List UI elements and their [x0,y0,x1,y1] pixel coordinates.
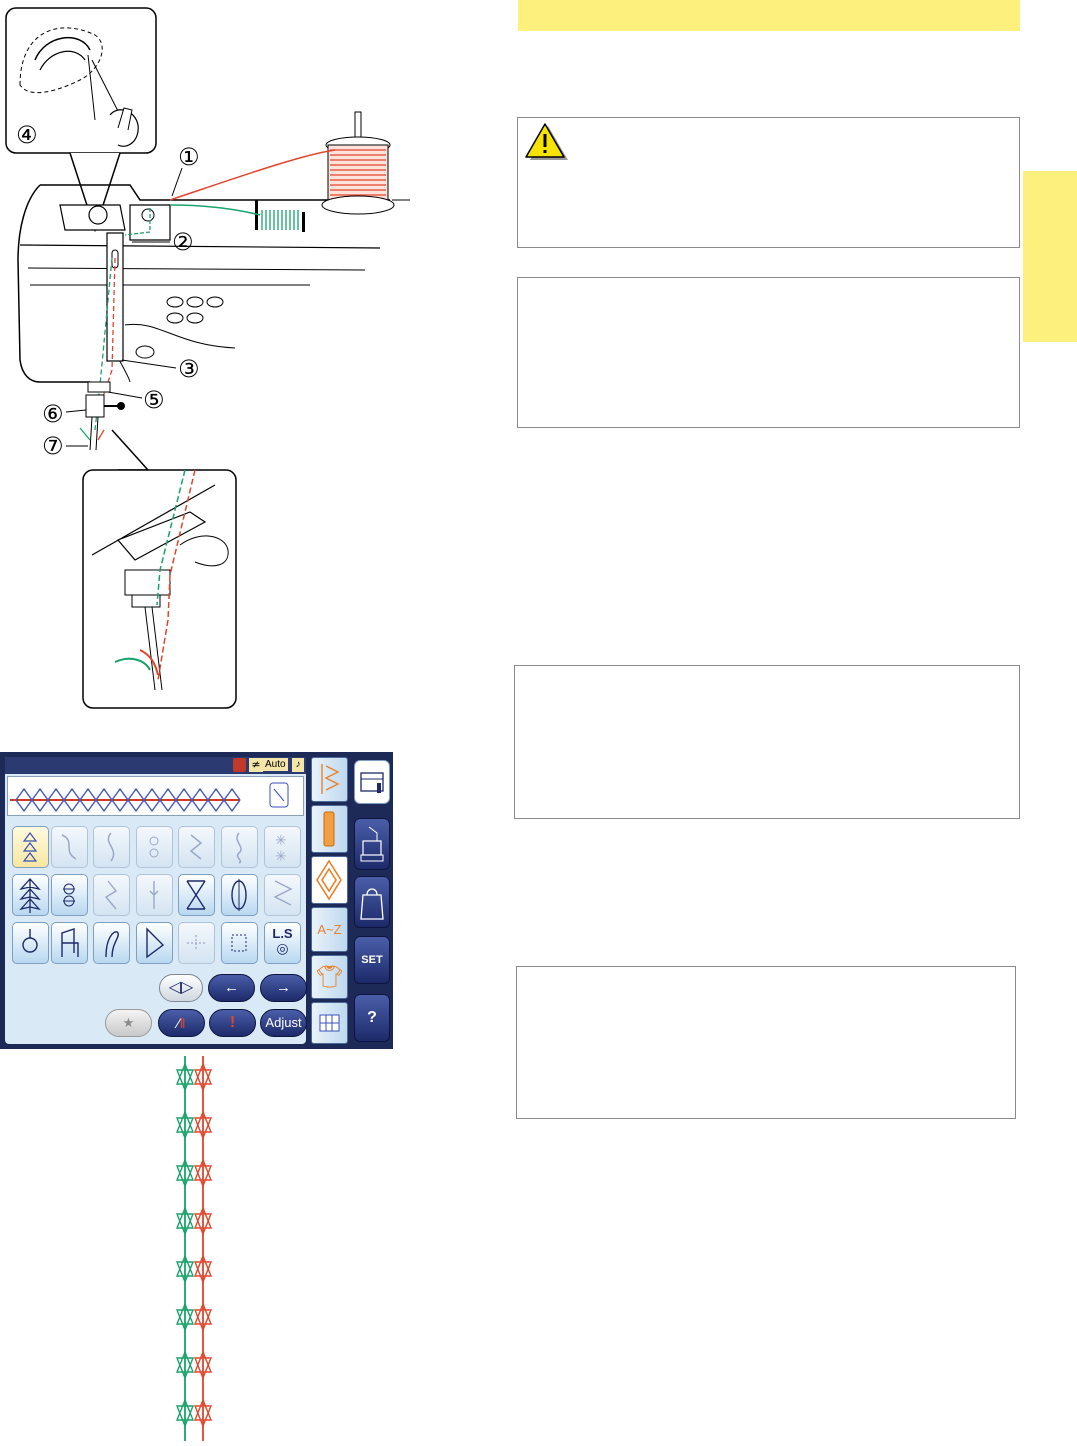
exclamation-icon: ! [230,1014,235,1031]
stitch-button[interactable] [221,826,258,868]
stitch-button[interactable] [221,874,258,916]
stitch-button[interactable] [136,922,173,964]
tab-memory[interactable] [311,1002,348,1044]
callout-4: ④ [16,123,38,147]
stitch-button[interactable] [136,826,173,868]
tab-quilting[interactable]: 👕︎ [311,955,348,999]
arrow-right-icon: → [276,979,291,996]
foot-icon [270,783,288,807]
lock-stitch-button[interactable]: L.S ◎ [264,922,301,964]
machine-illustration [0,0,420,715]
stitch-button[interactable] [12,874,49,916]
caution-box [517,117,1020,248]
stitch-button[interactable] [12,922,49,964]
tab-buttonhole[interactable] [311,805,348,853]
stitch-button[interactable] [93,922,130,964]
star-stitch-sample [165,1056,220,1441]
decorative-icon [312,857,347,903]
adjust-label: Adjust [265,1015,301,1030]
stitch-button-selected[interactable] [12,826,49,868]
stitch-button[interactable] [221,922,258,964]
stitch-button[interactable] [178,874,215,916]
svg-text:✳: ✳ [275,848,287,864]
stitch-preview [7,776,304,816]
twin-needle-button[interactable]: ∕‖ [158,1009,205,1037]
tab-lettering[interactable]: A~Z [311,907,348,952]
mirror-button[interactable]: ◁▷ [159,974,203,1002]
set-label: SET [361,954,382,966]
embroidery-mode-button[interactable] [354,818,390,870]
ordinary-sewing-mode-button[interactable] [354,760,390,804]
section-header-band [518,0,1020,31]
favorite-stitch-button[interactable]: ★ [105,1009,152,1037]
callout-1: ① [178,145,200,169]
set-mode-button[interactable]: SET [354,936,390,984]
presser-foot-warning-button[interactable]: ! [209,1009,256,1037]
stitch-button[interactable] [264,874,301,916]
elongation-left-button[interactable]: ← [208,974,255,1002]
note-box-3 [516,966,1016,1119]
twin-needle-icon [233,758,246,772]
stitch-preview-pattern [8,777,303,815]
callout-6: ⑥ [42,402,64,426]
memory-icon [312,1003,347,1043]
twin-needle-stitch-sample [165,1056,220,1441]
sound-icon: ♪ [292,758,304,772]
tab-decorative-stitches[interactable] [311,856,348,904]
lock-stitch-label: L.S [265,926,300,941]
buttonhole-icon [312,806,347,852]
stitch-button[interactable] [51,826,88,868]
tab-utility-stitches[interactable] [311,757,348,802]
auto-label: Auto [263,758,288,771]
embroidery-machine-icon [355,819,389,869]
stitch-button[interactable] [93,826,130,868]
mirror-icon: ◁▷ [169,979,194,996]
note-box-1 [517,277,1020,428]
chapter-side-tab [1023,171,1077,342]
callout-7: ⑦ [42,434,64,458]
threading-diagram: ④ ① ② ③ ⑤ ⑥ ⑦ [0,0,420,715]
elongation-right-button[interactable]: → [260,974,307,1002]
bag-mode-button[interactable] [354,876,390,928]
stitch-button[interactable] [51,874,88,916]
star-icon: ★ [123,1015,135,1030]
twin-needle-button-icon: ∕‖ [177,1015,185,1031]
az-label: A~Z [317,922,341,937]
help-button[interactable]: ? [354,994,390,1042]
sewing-machine-icon [355,761,389,803]
stitch-button[interactable] [178,826,215,868]
stitch-button[interactable] [93,874,130,916]
stitch-button[interactable] [136,874,173,916]
callout-5: ⑤ [143,388,165,412]
zigzag-icon [312,758,347,801]
stitch-button[interactable] [178,922,215,964]
note-box-2 [514,665,1020,819]
lock-stitch-icon: ◎ [265,941,300,955]
stitch-button[interactable]: ✳✳ [264,826,301,868]
callout-3: ③ [178,357,200,381]
auto-tension-icon: ≄ [249,758,263,772]
arrow-left-icon: ← [224,979,239,996]
adjust-button[interactable]: Adjust [260,1009,307,1037]
svg-text:✳: ✳ [275,832,287,848]
callout-2: ② [172,230,194,254]
bag-icon [355,877,389,927]
shirt-icon: 👕︎ [316,964,344,989]
help-label: ? [367,1009,377,1026]
warning-icon [524,122,568,162]
stitch-button[interactable] [51,922,88,964]
